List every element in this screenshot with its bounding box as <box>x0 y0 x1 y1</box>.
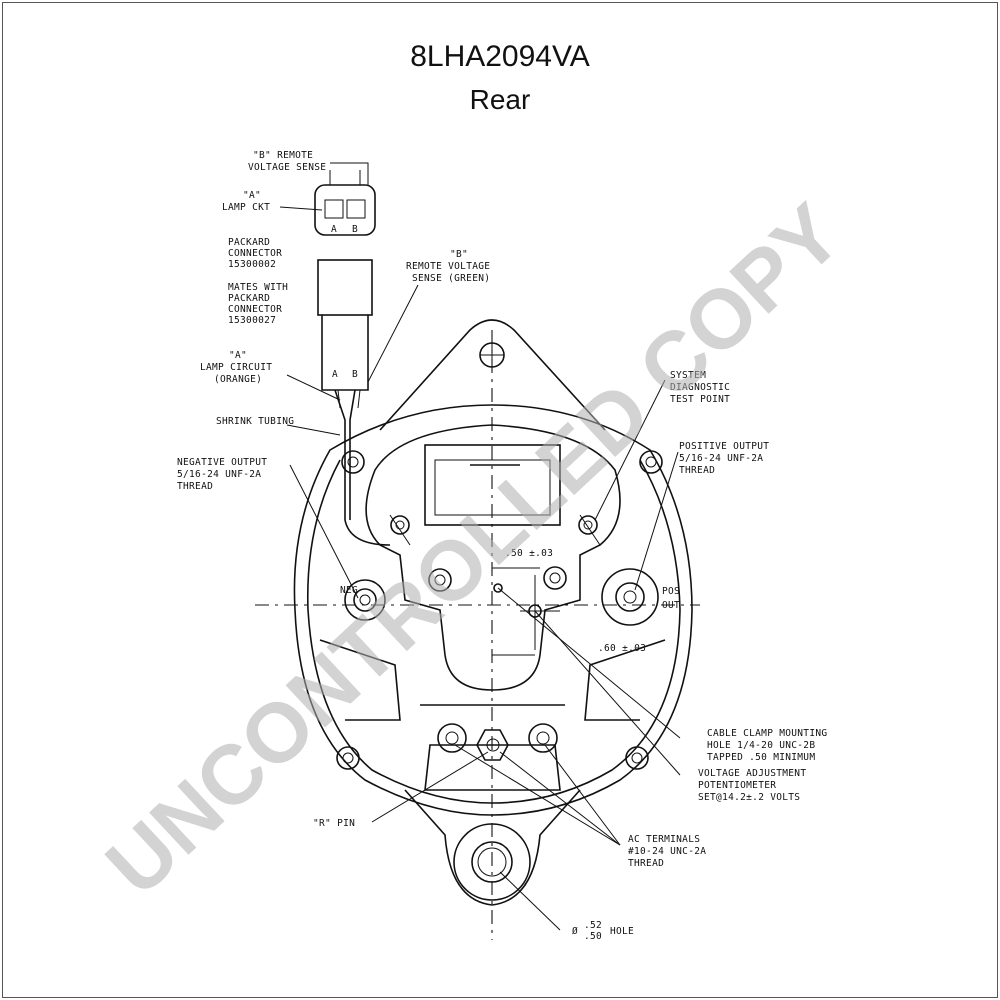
callout-negative-output: THREAD <box>177 481 213 492</box>
callout-positive-output: 5/16-24 UNF-2A <box>679 453 763 464</box>
page-title: 8LHA2094VA <box>410 40 590 73</box>
callout-ac-terminals: AC TERMINALS <box>628 834 700 845</box>
callout-voltage-adjust: SET@14.2±.2 VOLTS <box>698 792 800 803</box>
callout-r-pin: "R" PIN <box>313 818 355 829</box>
callout-system-diagnostic: SYSTEM <box>670 370 706 381</box>
callout-mates: CONNECTOR <box>228 304 282 315</box>
callout-hole-diameter: Ø <box>572 926 578 937</box>
callout-a-orange: (ORANGE) <box>214 374 262 385</box>
callout-b-green: "B" <box>450 249 468 260</box>
callout-mates: MATES WITH <box>228 282 288 293</box>
callout-b-green: SENSE (GREEN) <box>412 273 490 284</box>
connector-pin-b: B <box>352 224 358 235</box>
out-stud-label: OUT <box>662 600 680 611</box>
callout-positive-output: THREAD <box>679 465 715 476</box>
callout-ac-terminals: #10-24 UNC-2A <box>628 846 706 857</box>
top-mounting-ear <box>379 319 606 431</box>
callout-mates: 15300027 <box>228 315 276 326</box>
bottom-mounting-ear <box>404 789 581 906</box>
callout-labels: "B" REMOTE VOLTAGE SENSE "A" LAMP CKT A … <box>177 150 827 942</box>
callout-packard: 15300002 <box>228 259 276 270</box>
callout-hole-diameter: HOLE <box>610 926 634 937</box>
callout-a-orange: LAMP CIRCUIT <box>200 362 272 373</box>
callout-packard: CONNECTOR <box>228 248 282 259</box>
dimension-50: .50 ±.03 <box>505 548 553 559</box>
callout-b-green: REMOTE VOLTAGE <box>406 261 490 272</box>
view-subtitle: Rear <box>469 84 531 115</box>
callout-positive-output: POSITIVE OUTPUT <box>679 441 769 452</box>
alternator-housing <box>293 404 693 816</box>
callout-hole-diameter: .52 <box>584 920 602 931</box>
callout-cable-clamp: CABLE CLAMP MOUNTING <box>707 728 827 739</box>
callout-b-remote: VOLTAGE SENSE <box>248 162 326 173</box>
callout-ac-terminals: THREAD <box>628 858 664 869</box>
callout-cable-clamp: HOLE 1/4-20 UNC-2B <box>707 740 815 751</box>
callout-system-diagnostic: TEST POINT <box>670 394 730 405</box>
callout-a-lamp: LAMP CKT <box>222 202 270 213</box>
callout-mates: PACKARD <box>228 293 270 304</box>
callout-a-lamp: "A" <box>243 190 261 201</box>
leader-lines <box>279 162 681 931</box>
callout-b-remote: "B" REMOTE <box>253 150 313 161</box>
pos-stud-label: POS <box>662 586 680 597</box>
callout-packard: PACKARD <box>228 237 270 248</box>
connector-pin-b: B <box>352 369 358 380</box>
callout-system-diagnostic: DIAGNOSTIC <box>670 382 730 393</box>
watermark-uncontrolled-copy: UNCONTROLLED COPY <box>88 186 859 914</box>
callout-negative-output: 5/16-24 UNF-2A <box>177 469 261 480</box>
centerlines <box>255 330 700 940</box>
callout-a-orange: "A" <box>229 350 247 361</box>
connector-pin-a: A <box>331 224 337 235</box>
callout-hole-diameter: .50 <box>584 931 602 942</box>
callout-cable-clamp: TAPPED .50 MINIMUM <box>707 752 815 763</box>
callout-shrink-tubing: SHRINK TUBING <box>216 416 294 427</box>
connector-pin-a: A <box>332 369 338 380</box>
dimension-60: .60 ±.03 <box>598 643 646 654</box>
callout-voltage-adjust: VOLTAGE ADJUSTMENT <box>698 768 806 779</box>
callout-negative-output: NEGATIVE OUTPUT <box>177 457 267 468</box>
ac-terminals <box>437 723 558 761</box>
neg-stud-label: NEG <box>340 585 358 596</box>
output-studs <box>344 568 659 626</box>
callout-voltage-adjust: POTENTIOMETER <box>698 780 776 791</box>
housing-bolts <box>336 450 663 770</box>
